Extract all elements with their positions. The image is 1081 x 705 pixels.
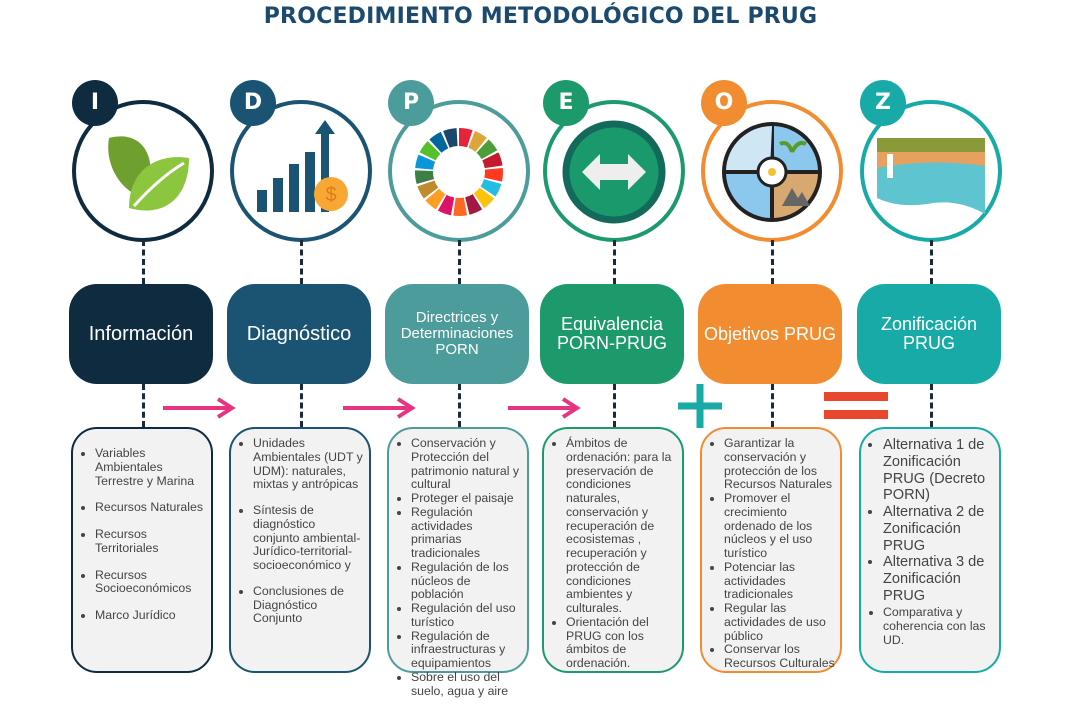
- detail-item: Síntesis de diagnóstico conjunto ambient…: [253, 503, 365, 573]
- sdg-segment: [459, 128, 473, 148]
- connector-line: [613, 384, 616, 427]
- detail-item: Regulación actividades primarias tradici…: [411, 505, 523, 561]
- detail-item: Variables Ambientales Terrestre y Marina: [95, 446, 207, 488]
- detail-item: Conservar los Recursos Culturales: [724, 643, 836, 671]
- sdg-wheel-icon: [415, 128, 503, 216]
- sdg-segment: [453, 197, 468, 216]
- detail-item: Comparativa y coherencia con las UD.: [883, 605, 995, 647]
- detail-item: Marco Jurídico: [95, 608, 207, 623]
- connector-line: [613, 240, 616, 284]
- step-title: Objetivos PRUG: [698, 284, 842, 384]
- plus-icon: [678, 384, 722, 428]
- sdg-segment: [415, 170, 434, 185]
- detail-item: Regulación de infraestructuras y equipam…: [411, 629, 523, 671]
- sdg-segment: [480, 179, 502, 197]
- sdg-segment: [482, 152, 503, 169]
- sdg-segment: [429, 131, 449, 153]
- step-column-e: E Equivalencia PORN-PRUG Ámbitos de orde…: [535, 0, 695, 705]
- detail-item: Potenciar las actividades tradicionales: [724, 560, 836, 602]
- step-column-o: O Objetivos PRUG Garantizar la conservac…: [693, 0, 853, 705]
- step-title: Información: [69, 284, 213, 384]
- connector-line: [300, 240, 303, 284]
- step-title: Diagnóstico: [227, 284, 371, 384]
- step-details-box: Variables Ambientales Terrestre y Marina…: [71, 427, 213, 673]
- sdg-segment: [419, 141, 441, 161]
- step-letter-badge: O: [701, 80, 747, 126]
- step-letter-badge: I: [72, 80, 118, 126]
- step-letter-badge: D: [230, 80, 276, 126]
- detail-item: Alternativa 3 de Zonificación PRUG: [883, 554, 995, 604]
- step-column-d: D $ Diagnóstico Unidades Ambientales (UD…: [222, 0, 382, 705]
- detail-item: Recursos Socioeconómicos: [95, 568, 207, 597]
- step-details-box: Conservación y Protección del patrimonio…: [387, 427, 529, 698]
- connector-line: [930, 384, 933, 427]
- step-title: Zonificación PRUG: [857, 284, 1001, 384]
- detail-item: Orientación del PRUG con los ámbitos de …: [566, 615, 678, 671]
- sdg-segment: [437, 194, 455, 216]
- step-letter-badge: P: [388, 80, 434, 126]
- step-column-z: Z Zonificación PRUG Alternativa 1 de Zon…: [852, 0, 1012, 705]
- detail-item: Proteger el paisaje: [411, 491, 523, 506]
- sdg-segment: [476, 139, 498, 160]
- arrow-right-icon: [163, 397, 236, 419]
- connector-line: [458, 240, 461, 284]
- step-details-box: Garantizar la conservación y protección …: [700, 427, 842, 673]
- sdg-segment: [443, 128, 458, 148]
- sdg-segment: [425, 188, 446, 210]
- connector-line: [142, 384, 145, 427]
- detail-item: Garantizar la conservación y protección …: [724, 436, 836, 492]
- detail-item: Regulación del uso turístico: [411, 601, 523, 630]
- sdg-segment: [465, 194, 483, 215]
- svg-text:$: $: [325, 184, 336, 206]
- connector-line: [458, 384, 461, 427]
- equals-icon: [824, 392, 888, 419]
- connector-line: [771, 240, 774, 284]
- detail-item: Promover el crecimiento ordenado de los …: [724, 491, 836, 561]
- ecosystem-icon: [722, 122, 822, 222]
- detail-item: Unidades Ambientales (UDT y UDM): natura…: [253, 436, 365, 492]
- step-details-box: Unidades Ambientales (UDT y UDM): natura…: [229, 427, 371, 673]
- leaves-icon: [108, 136, 189, 211]
- connector-line: [300, 384, 303, 427]
- growth-chart-icon: $: [257, 120, 348, 212]
- connector-line: [771, 384, 774, 427]
- detail-item: Recursos Territoriales: [95, 527, 207, 556]
- detail-item: Alternativa 2 de Zonificación PRUG: [883, 504, 995, 554]
- detail-item: Sobre el uso del suelo, agua y aire: [411, 670, 523, 699]
- sdg-segment: [473, 187, 495, 209]
- detail-item: Conservación y Protección del patrimonio…: [411, 436, 523, 492]
- sdg-segment: [417, 180, 439, 199]
- sdg-segment: [468, 130, 487, 152]
- arrow-right-icon: [343, 397, 416, 419]
- connector-line: [142, 240, 145, 284]
- detail-item: Regulación de los núcleos de población: [411, 560, 523, 602]
- connector-line: [930, 240, 933, 284]
- sdg-segment: [484, 167, 503, 182]
- waterfall-landscape-icon: [877, 138, 985, 214]
- detail-item: Alternativa 1 de Zonificación PRUG (Decr…: [883, 437, 995, 504]
- step-title: Directrices y Determinaciones PORN: [385, 284, 529, 384]
- detail-item: Recursos Naturales: [95, 501, 207, 515]
- two-way-arrow-icon: [562, 120, 666, 224]
- step-column-i: I Información Variables Ambientales Terr…: [64, 0, 224, 705]
- step-letter-badge: E: [543, 80, 589, 126]
- detail-item: Conclusiones de Diagnóstico Conjunto: [253, 584, 365, 626]
- page-title: PROCEDIMIENTO METODOLÓGICO DEL PRUG: [263, 4, 818, 29]
- step-details-box: Ámbitos de ordenación: para la preservac…: [542, 427, 684, 673]
- step-details-box: Alternativa 1 de Zonificación PRUG (Decr…: [859, 427, 1001, 673]
- detail-item: Regular las actividades de uso público: [724, 601, 836, 643]
- step-letter-badge: Z: [860, 80, 906, 126]
- step-title: Equivalencia PORN-PRUG: [540, 284, 684, 384]
- detail-item: Ámbitos de ordenación: para la preservac…: [566, 436, 678, 616]
- step-column-p: P Directrices y Determinaciones PORN Con…: [380, 0, 540, 705]
- sdg-segment: [415, 154, 436, 170]
- arrow-right-icon: [508, 397, 581, 419]
